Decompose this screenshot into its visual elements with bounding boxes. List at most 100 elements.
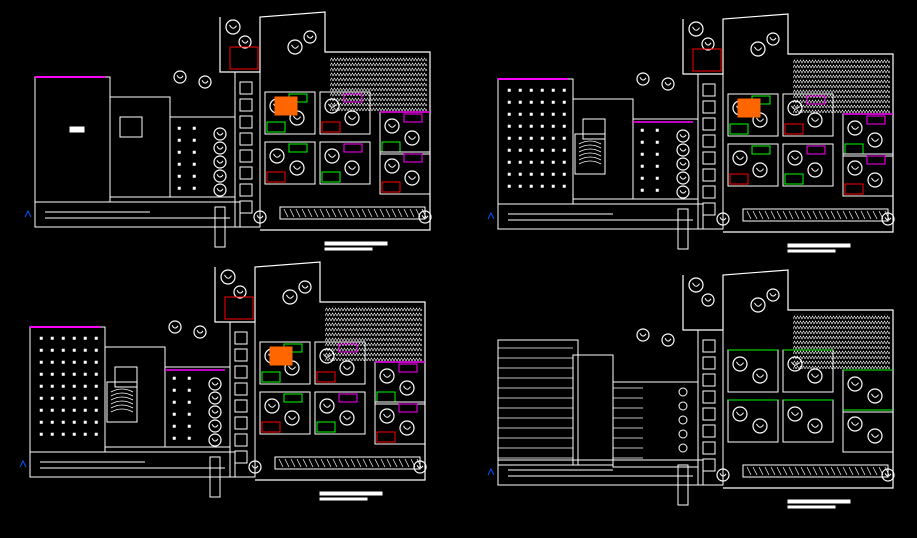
tree-detail: [268, 403, 276, 408]
parking-stall: [362, 458, 368, 468]
room-highlight: [376, 431, 396, 443]
parking-stall: [812, 210, 818, 220]
tree-detail: [211, 409, 219, 414]
parking-stall: [806, 466, 812, 476]
parking-stall: [379, 208, 385, 218]
seating-row: [110, 404, 134, 409]
parking-stall: [290, 458, 296, 468]
tree-detail: [736, 361, 744, 366]
tree-symbol: [701, 37, 715, 51]
tree-symbol: [298, 280, 312, 294]
tree-symbol: [807, 368, 823, 384]
parking-stall: [343, 208, 349, 218]
pavilion: [727, 93, 779, 137]
parking-stall: [848, 210, 854, 220]
parking-stall: [836, 210, 842, 220]
tree-symbol: [752, 418, 768, 434]
column-marker: [50, 420, 54, 424]
pavilion: [727, 349, 779, 393]
room-highlight: [866, 115, 886, 125]
column-marker: [61, 360, 65, 364]
tree-detail: [851, 125, 859, 130]
tree-detail: [343, 415, 351, 420]
tree-symbol: [676, 143, 690, 157]
corridor-room: [234, 348, 248, 362]
tree-detail: [293, 115, 301, 120]
pavilion: [782, 143, 834, 187]
tree-symbol: [344, 160, 360, 176]
tree-detail: [211, 423, 219, 428]
auditorium-block: [574, 133, 606, 175]
column-marker: [172, 412, 176, 416]
column-marker: [94, 372, 98, 376]
room-highlight: [737, 98, 761, 118]
column-marker: [39, 384, 43, 388]
tree-detail: [216, 145, 224, 150]
tree-detail: [211, 395, 219, 400]
tree-symbol: [213, 183, 227, 197]
column-marker: [529, 184, 533, 188]
column-marker: [50, 348, 54, 352]
column-marker: [551, 100, 555, 104]
parking-stall: [302, 458, 308, 468]
column-marker: [39, 420, 43, 424]
north-arrow-icon: [487, 211, 495, 220]
corridor-room: [702, 185, 716, 199]
tree-detail: [288, 365, 296, 370]
parking-stall: [824, 466, 830, 476]
column-marker: [61, 348, 65, 352]
seating-row: [110, 392, 134, 397]
room-highlight: [224, 296, 254, 320]
column-marker: [551, 148, 555, 152]
tree-symbol: [287, 39, 303, 55]
tree-detail: [719, 216, 727, 221]
parking-stall: [344, 458, 350, 468]
tree-symbol: [238, 35, 252, 49]
tree-detail: [416, 464, 424, 469]
parking-stall: [794, 466, 800, 476]
parking-stall: [818, 210, 824, 220]
tree-symbol: [867, 132, 883, 148]
corridor-room: [702, 390, 716, 404]
tree-detail: [348, 115, 356, 120]
column-marker: [518, 184, 522, 188]
title-bar: [787, 499, 851, 504]
column-marker: [83, 432, 87, 436]
tree-detail: [176, 74, 184, 79]
parking-stall: [854, 466, 860, 476]
tree-detail: [291, 44, 299, 49]
column-marker: [61, 336, 65, 340]
tree-symbol: [213, 155, 227, 169]
access-road: [34, 201, 241, 228]
tree-symbol: [867, 172, 883, 188]
tree-detail: [241, 39, 249, 44]
room-highlight: [343, 93, 363, 103]
tree-symbol: [213, 127, 227, 141]
title-subbar: [319, 497, 368, 501]
tree-symbol: [303, 30, 317, 44]
column-marker: [172, 400, 176, 404]
column-round: [678, 443, 688, 453]
pavilion: [314, 341, 366, 385]
column-marker: [518, 124, 522, 128]
column-marker: [187, 424, 191, 428]
column-marker: [540, 124, 544, 128]
parking-stall: [764, 466, 770, 476]
tree-detail: [884, 216, 892, 221]
tree-detail: [769, 292, 777, 297]
column-marker: [50, 336, 54, 340]
tree-symbol: [807, 418, 823, 434]
column-marker: [540, 148, 544, 152]
tree-symbol: [688, 277, 704, 293]
tree-detail: [756, 167, 764, 172]
column-marker: [39, 360, 43, 364]
tree-detail: [756, 423, 764, 428]
seating-row: [110, 396, 134, 401]
tree-symbol: [248, 460, 262, 474]
building-block: [109, 96, 171, 198]
tree-detail: [408, 135, 416, 140]
corridor-room: [239, 183, 253, 197]
tree-detail: [704, 297, 712, 302]
tree-symbol: [847, 376, 863, 392]
